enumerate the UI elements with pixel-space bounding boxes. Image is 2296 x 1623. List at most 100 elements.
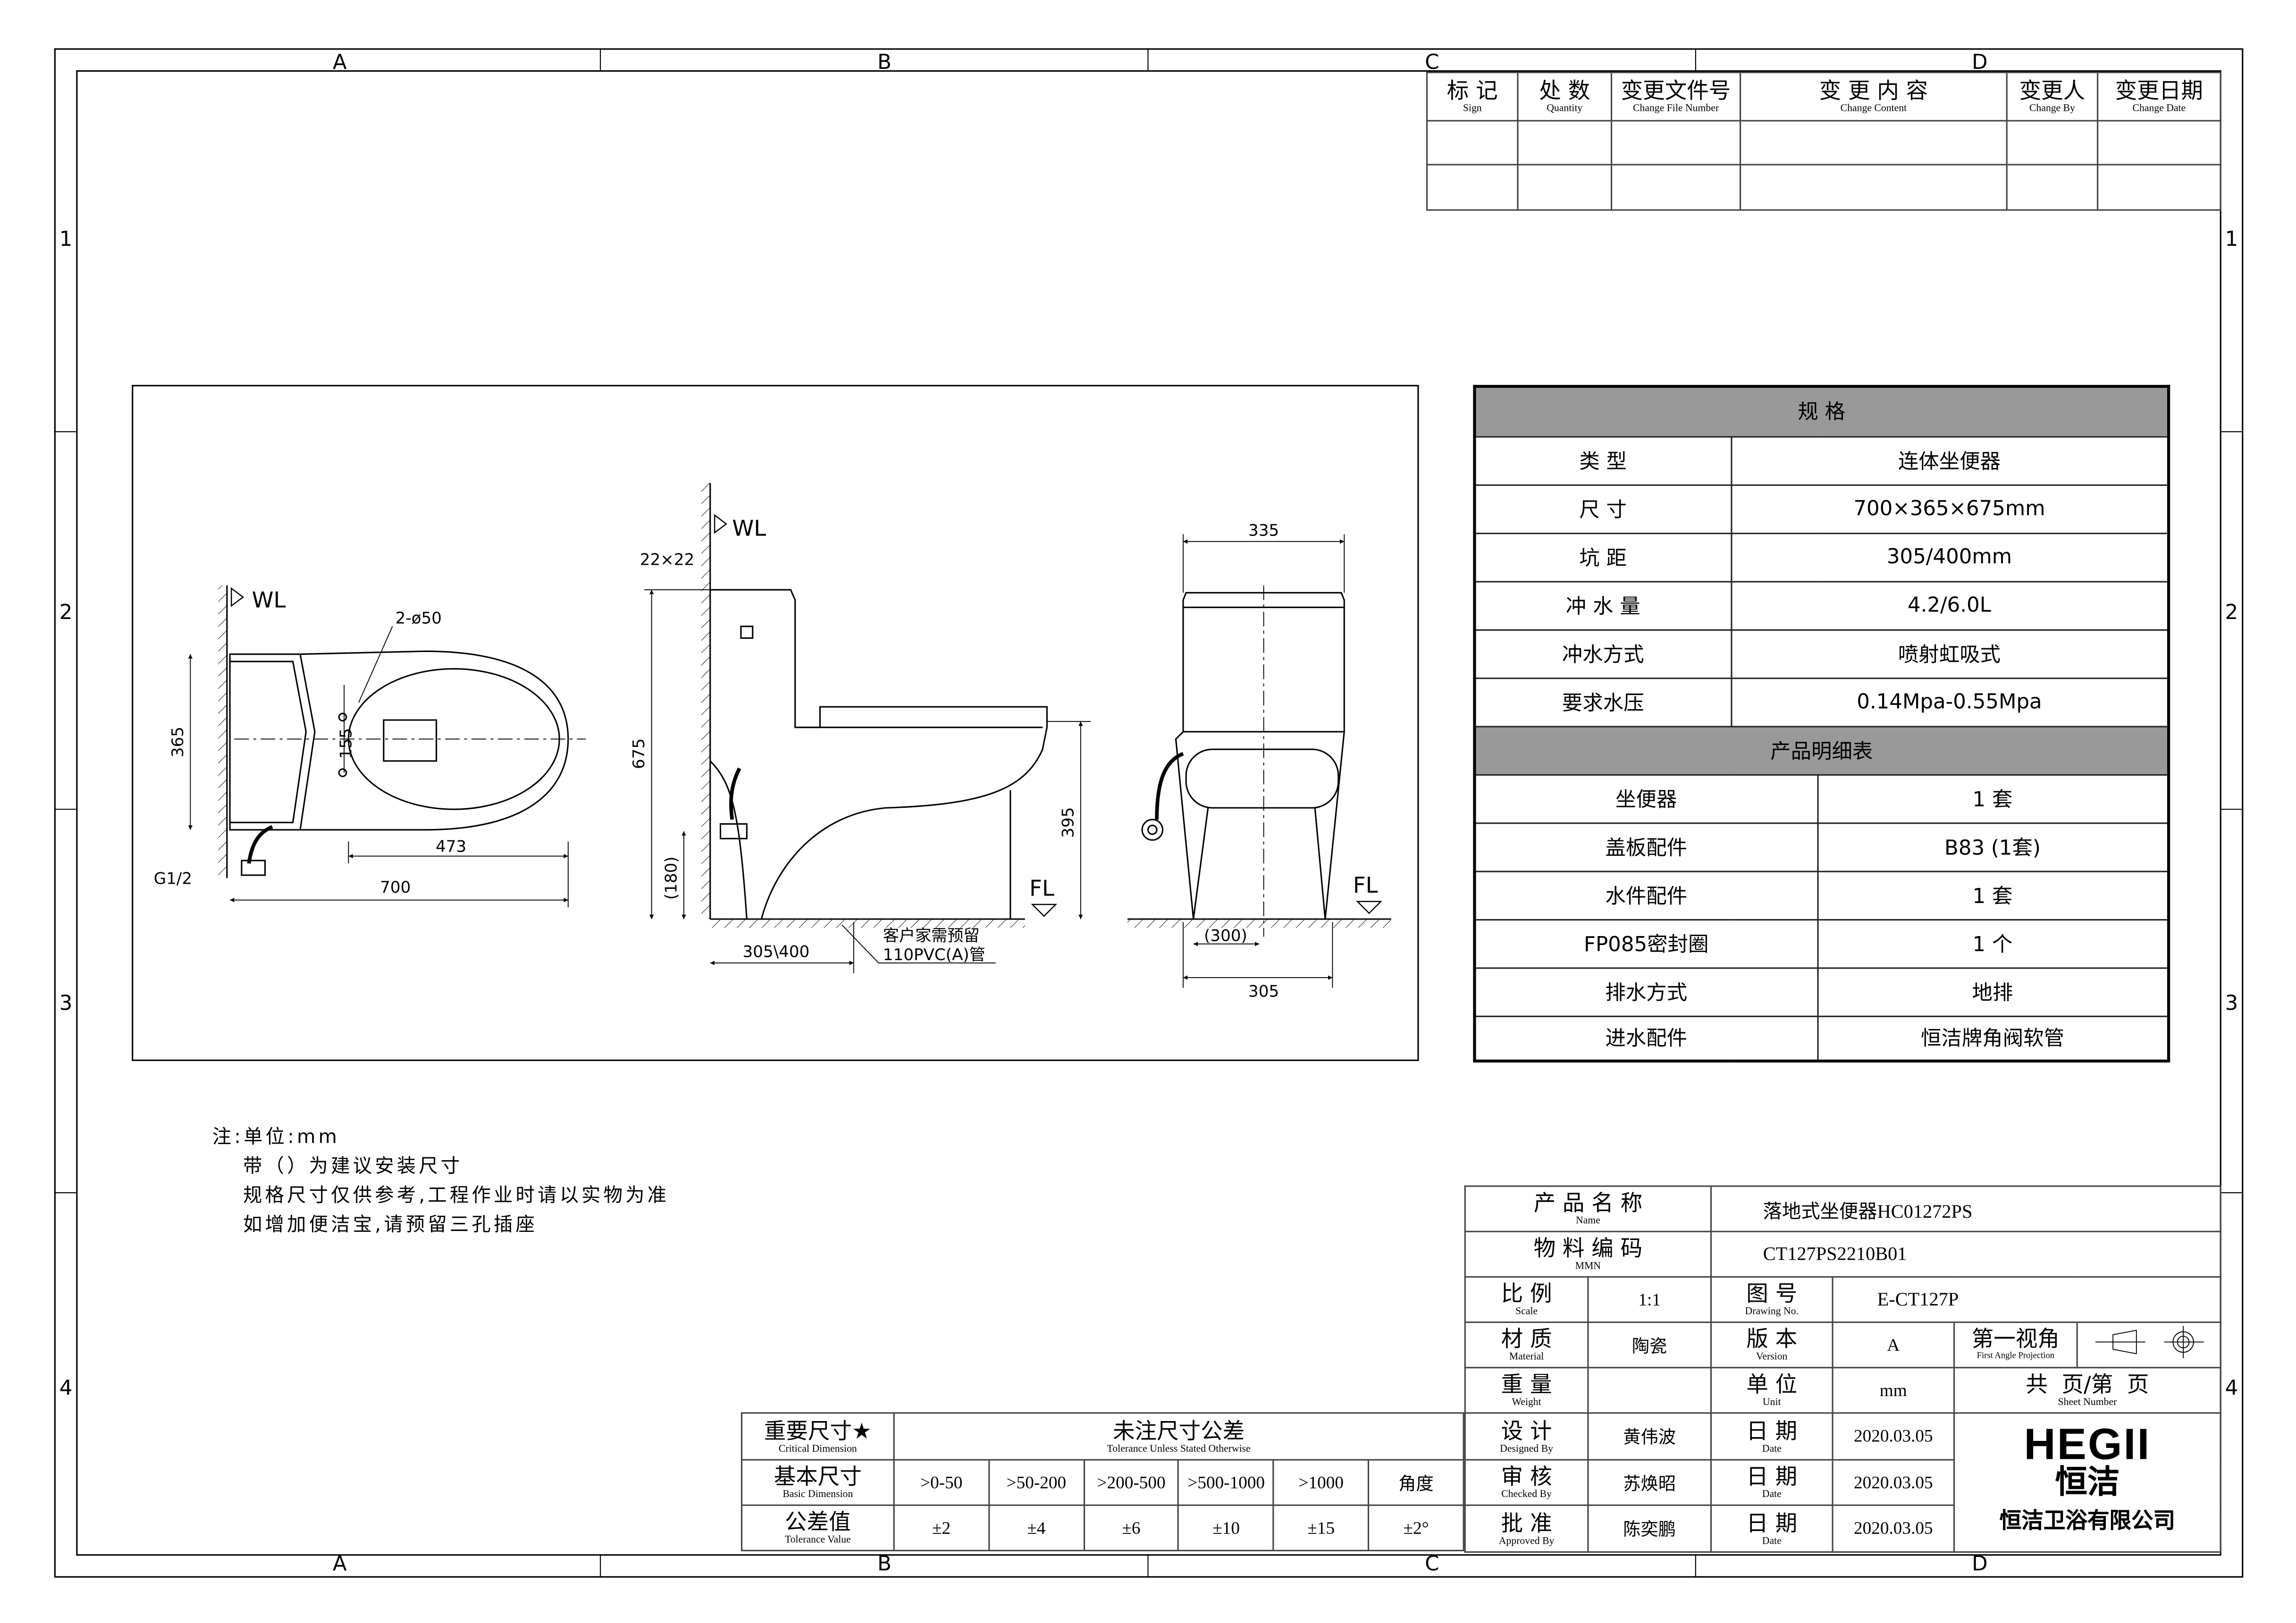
part-row: 排水方式地排 (1473, 966, 2170, 1017)
header-en: Quantity (1547, 102, 1583, 114)
label-en: Material (1509, 1351, 1544, 1363)
label-cn: 第一视角 (1971, 1326, 2060, 1353)
zone-row-2: 2 (2225, 601, 2238, 624)
unit-value: mm (1832, 1367, 1955, 1414)
note-line: 如增加便洁宝,请预留三孔插座 (243, 1214, 538, 1237)
label-cn: 物 料 编 码 (1533, 1235, 1643, 1262)
part-label: 水件配件 (1473, 870, 1818, 920)
drawing-no-value: E-CT127P (1832, 1276, 2221, 1323)
spec-label: 要求水压 (1473, 677, 1732, 727)
label-en: Date (1762, 1488, 1782, 1500)
pipe-note-2: 110PVC(A)管 (883, 945, 985, 964)
designed-value: 黄伟波 (1587, 1412, 1712, 1461)
front-view: 335 FL (300) 305 (1127, 521, 1391, 1001)
spec-label: 尺 寸 (1473, 484, 1732, 534)
scale-value: 1:1 (1587, 1276, 1712, 1323)
label-en: Designed By (1500, 1442, 1553, 1454)
header-en: Change Date (2132, 102, 2186, 114)
spec-value: 连体坐便器 (1730, 435, 2170, 485)
specs-title: 规 格 (1473, 385, 2170, 437)
header-cn: 变 更 内 容 (1819, 77, 1928, 104)
label-cn: 材 质 (1501, 1326, 1552, 1353)
label-en: Date (1762, 1534, 1782, 1547)
label-cn: 版 本 (1746, 1326, 1798, 1353)
label-cn: 单 位 (1746, 1371, 1798, 1398)
label-cn: 产 品 名 称 (1533, 1189, 1643, 1216)
spec-label: 坑 距 (1473, 532, 1732, 582)
label-en: MMN (1575, 1260, 1601, 1272)
zone-row-3: 3 (59, 991, 73, 1015)
version-value: A (1832, 1322, 1955, 1369)
label-cn: 审 核 (1501, 1463, 1552, 1490)
hegii-logo: HEGII (2024, 1421, 2151, 1470)
part-value: 1 套 (1816, 870, 2170, 920)
critical-dimension: 重要尺寸★Critical Dimension (740, 1412, 895, 1461)
material-value: 陶瓷 (1587, 1322, 1712, 1369)
label-en: Tolerance Value (784, 1533, 851, 1546)
label-en: Date (1762, 1442, 1782, 1454)
dim-rough-in: 305\400 (743, 943, 810, 962)
revision-row (1426, 164, 2221, 211)
spec-value: 305/400mm (1730, 532, 2170, 582)
dim-180: (180) (662, 856, 681, 900)
spec-value: 700×365×675mm (1730, 484, 2170, 534)
label-cn: 日 期 (1746, 1463, 1798, 1490)
part-value: 1 套 (1816, 773, 2170, 823)
checked-date: 2020.03.05 (1832, 1459, 1955, 1506)
spec-row: 冲水方式喷射虹吸式 (1473, 628, 2170, 678)
label-en: Tolerance Unless Stated Otherwise (1107, 1442, 1251, 1454)
value-cell: ±6 (1083, 1504, 1180, 1552)
dim-155: 155 (337, 728, 356, 759)
inner-border (76, 70, 2221, 1556)
spec-label: 类 型 (1473, 435, 1732, 485)
dim-395: 395 (1059, 807, 1077, 838)
label-en: Version (1756, 1351, 1788, 1363)
zone-col-b: B (877, 50, 891, 74)
label-cn: 设 计 (1501, 1417, 1552, 1444)
zone-col-a: A (333, 50, 347, 74)
part-row: 进水配件恒洁牌角阀软管 (1473, 1015, 2170, 1062)
checked-value: 苏焕昭 (1587, 1459, 1712, 1506)
approved-date: 2020.03.05 (1832, 1504, 1955, 1553)
zone-col-c: C (1425, 1552, 1439, 1575)
value-cell: ±4 (988, 1504, 1085, 1552)
spec-value: 0.14Mpa-0.55Mpa (1730, 677, 2170, 727)
zone-col-b: B (877, 1552, 891, 1575)
top-view: WL 2-ø50 365 155 473 700 G1/2 (154, 585, 586, 908)
spec-label: 冲水方式 (1473, 628, 1732, 678)
parts-title: 产品明细表 (1473, 725, 2170, 775)
approved-value: 陈奕鹏 (1587, 1504, 1712, 1553)
outer-border (54, 48, 2244, 1578)
label-cn: 重要尺寸★ (764, 1417, 872, 1444)
header-en: Change By (2029, 102, 2076, 114)
company-name: 恒洁卫浴有限公司 (1999, 1507, 2176, 1534)
hegii-logo-cn: 恒洁 (2055, 1465, 2120, 1502)
pipe-note-1: 客户家需预留 (883, 927, 980, 945)
label-cn: 重 量 (1501, 1371, 1552, 1398)
zone-row-1: 1 (2225, 227, 2238, 251)
label-cn: 批 准 (1501, 1509, 1552, 1536)
label-en: Checked By (1501, 1488, 1552, 1500)
dim-305: 305 (1248, 982, 1279, 1001)
first-angle-projection-icon (2076, 1322, 2221, 1369)
dim-473: 473 (436, 837, 466, 856)
label-cn: 基本尺寸 (774, 1463, 862, 1490)
header-cn: 处 数 (1539, 77, 1590, 104)
